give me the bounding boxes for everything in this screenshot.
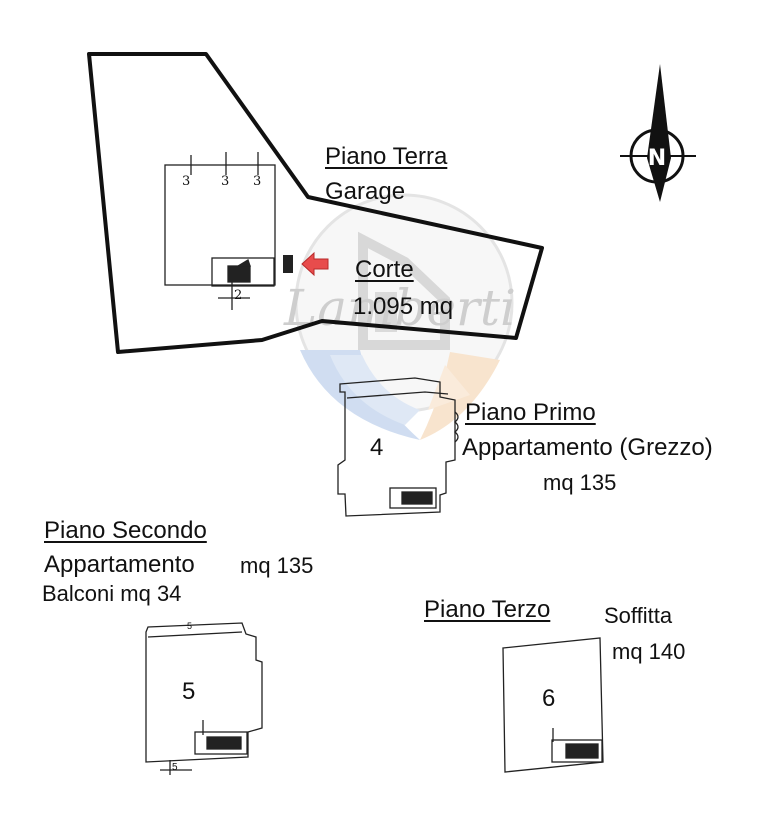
plan-small-number: 5 — [172, 762, 178, 773]
plan-number: 2 — [234, 288, 243, 303]
courtyard-outline — [87, 52, 544, 354]
ground-floor-building — [164, 152, 293, 310]
red-arrow-icon — [301, 251, 329, 277]
plan-number: 3 — [221, 174, 230, 189]
second-floor-heading: Piano Secondo — [44, 517, 207, 544]
third-floor-heading: Piano Terzo — [424, 596, 551, 623]
courtyard-area: 1.095 mq — [353, 293, 454, 320]
third-floor-area: mq 140 — [612, 639, 686, 664]
ground-floor-use: Garage — [325, 178, 406, 205]
third-floor-plan-number: 6 — [542, 685, 556, 712]
compass-letter: N — [648, 146, 666, 171]
first-floor-plan — [337, 377, 459, 517]
second-floor-plan — [145, 622, 263, 775]
plan-number: 3 — [182, 174, 191, 189]
third-floor-use: Soffitta — [604, 603, 673, 628]
second-floor-balconies: Balconi mq 34 — [42, 581, 182, 606]
north-arrow-icon: N — [620, 64, 696, 202]
first-floor-use: Appartamento (Grezzo) — [462, 434, 713, 461]
second-floor-area: mq 135 — [240, 553, 314, 578]
first-floor-plan-number: 4 — [370, 434, 384, 461]
first-floor-area: mq 135 — [543, 470, 617, 495]
third-floor-plan — [502, 637, 604, 773]
ground-floor-heading: Piano Terra — [325, 143, 448, 170]
second-floor-plan-number: 5 — [182, 678, 196, 705]
first-floor-heading: Piano Primo — [465, 399, 596, 426]
plan-number: 3 — [253, 174, 262, 189]
second-floor-use: Appartamento — [44, 551, 195, 578]
courtyard-label: Corte — [355, 256, 414, 283]
plan-small-number: 5 — [187, 621, 193, 631]
agency-logo-icon: Lamberti — [283, 193, 516, 440]
